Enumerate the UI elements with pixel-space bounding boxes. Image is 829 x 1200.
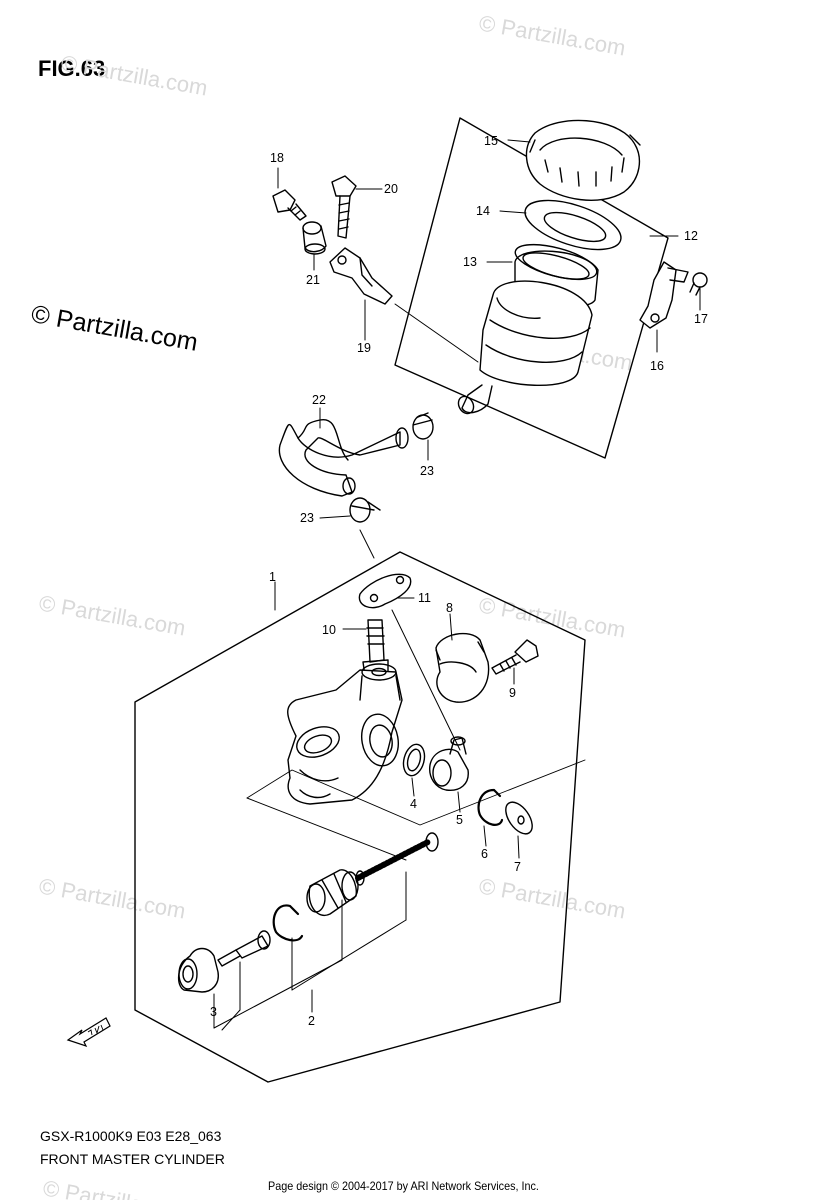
faint-watermark: © Partzilla.com [41, 1175, 191, 1200]
callout-2: 2 [308, 1014, 315, 1028]
callout-4: 4 [410, 797, 417, 811]
hose-clamp-upper [412, 412, 434, 440]
faint-watermark: © Partzilla.com [59, 50, 209, 100]
reservoir-tank [457, 280, 593, 415]
bolt-18 [272, 189, 307, 221]
faint-watermark: © Partzilla.com [37, 590, 187, 640]
return-spring [355, 832, 439, 886]
callout-20: 20 [384, 182, 398, 196]
piston [306, 869, 359, 917]
clamp-holder [435, 632, 490, 703]
callout-21: 21 [306, 273, 320, 287]
holder-bolt [491, 639, 539, 675]
reservoir-hose [278, 419, 409, 497]
piston-cup [177, 947, 219, 993]
union-fitting [362, 619, 389, 677]
callout-23-lower: 23 [300, 511, 314, 525]
callout-6: 6 [481, 847, 488, 861]
callout-5: 5 [456, 813, 463, 827]
callout-19: 19 [357, 341, 371, 355]
faint-watermark: © Partzilla.com [37, 873, 187, 923]
callout-9: 9 [509, 686, 516, 700]
callout-10: 10 [322, 623, 336, 637]
callout-17: 17 [694, 312, 708, 326]
page-credit: Page design © 2004-2017 by ARI Network S… [268, 1179, 539, 1193]
reservoir-connector [429, 736, 469, 791]
master-cylinder-group-outline [134, 551, 586, 1083]
faint-watermark: © Partzilla.com [477, 873, 627, 923]
reservoir-bracket [639, 261, 689, 329]
callout-15: 15 [484, 134, 498, 148]
callout-14: 14 [476, 204, 490, 218]
callout-1: 1 [269, 570, 276, 584]
fwd-arrow-icon [66, 1017, 111, 1048]
figure-title: FIG.63 [38, 56, 106, 81]
callout-12: 12 [684, 229, 698, 243]
callout-16: 16 [650, 359, 664, 373]
bolt-20 [331, 175, 357, 239]
bracket-screw [689, 272, 708, 296]
callout-labels: 1 2 3 4 5 6 7 8 9 10 11 12 13 14 15 16 1… [210, 134, 708, 1028]
callout-8: 8 [446, 601, 453, 615]
figure-code: GSX-R1000K9 E03 E28_063 [40, 1128, 222, 1144]
push-rod [217, 930, 271, 967]
o-ring [402, 743, 426, 777]
callout-13: 13 [463, 255, 477, 269]
callout-7: 7 [514, 860, 521, 874]
circlip-6 [477, 788, 504, 826]
leader-lines [213, 139, 701, 1031]
reservoir-cap [525, 119, 641, 201]
collar [302, 221, 327, 255]
circlip-2 [272, 904, 304, 942]
callout-22: 22 [312, 393, 326, 407]
figure-name: FRONT MASTER CYLINDER [40, 1151, 225, 1167]
faint-watermark: © Partzilla.com [477, 10, 627, 60]
reservoir-stay [329, 247, 393, 305]
hose-clamp-lower [349, 497, 381, 523]
master-cylinder-body [287, 663, 403, 805]
union-plate [358, 573, 412, 609]
callout-23-upper: 23 [420, 464, 434, 478]
callout-11: 11 [418, 591, 431, 605]
callout-3: 3 [210, 1005, 217, 1019]
callout-18: 18 [270, 151, 284, 165]
dust-boot [505, 801, 533, 835]
diaphragm-plate [524, 199, 622, 251]
